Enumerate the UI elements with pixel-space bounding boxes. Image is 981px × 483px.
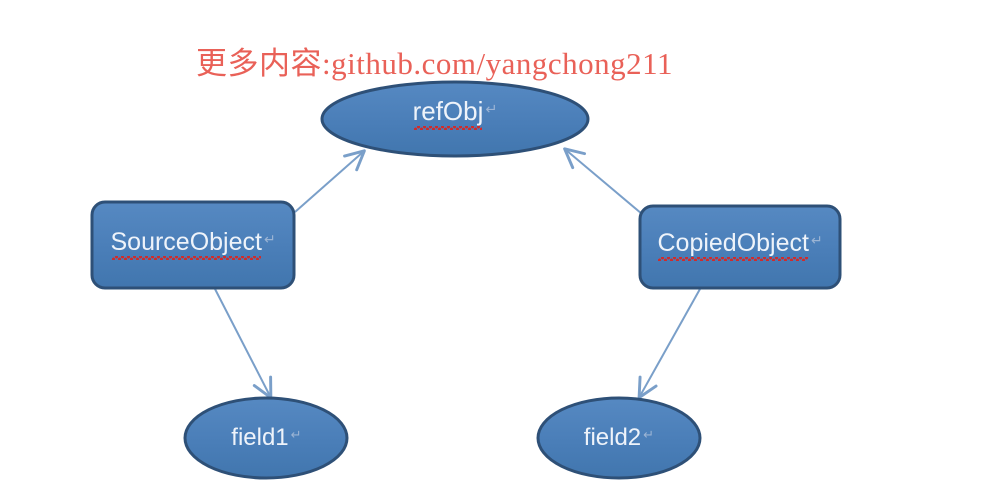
node-copiedobject[interactable] <box>638 204 842 290</box>
edge-sourceobject-to-field1 <box>214 288 273 400</box>
node-sourceobject[interactable] <box>90 200 296 290</box>
edge-copiedobject-to-refobj <box>563 147 643 215</box>
edge-copiedobject-to-field2 <box>637 288 701 400</box>
node-shapes <box>90 80 842 480</box>
node-field2[interactable] <box>536 396 702 480</box>
watermark-text: 更多内容:github.com/yangchong211 <box>196 46 673 81</box>
connectors <box>214 147 701 400</box>
edge-sourceobject-to-refobj <box>294 149 366 213</box>
node-field1[interactable] <box>183 396 349 480</box>
node-refobj[interactable] <box>320 80 590 158</box>
